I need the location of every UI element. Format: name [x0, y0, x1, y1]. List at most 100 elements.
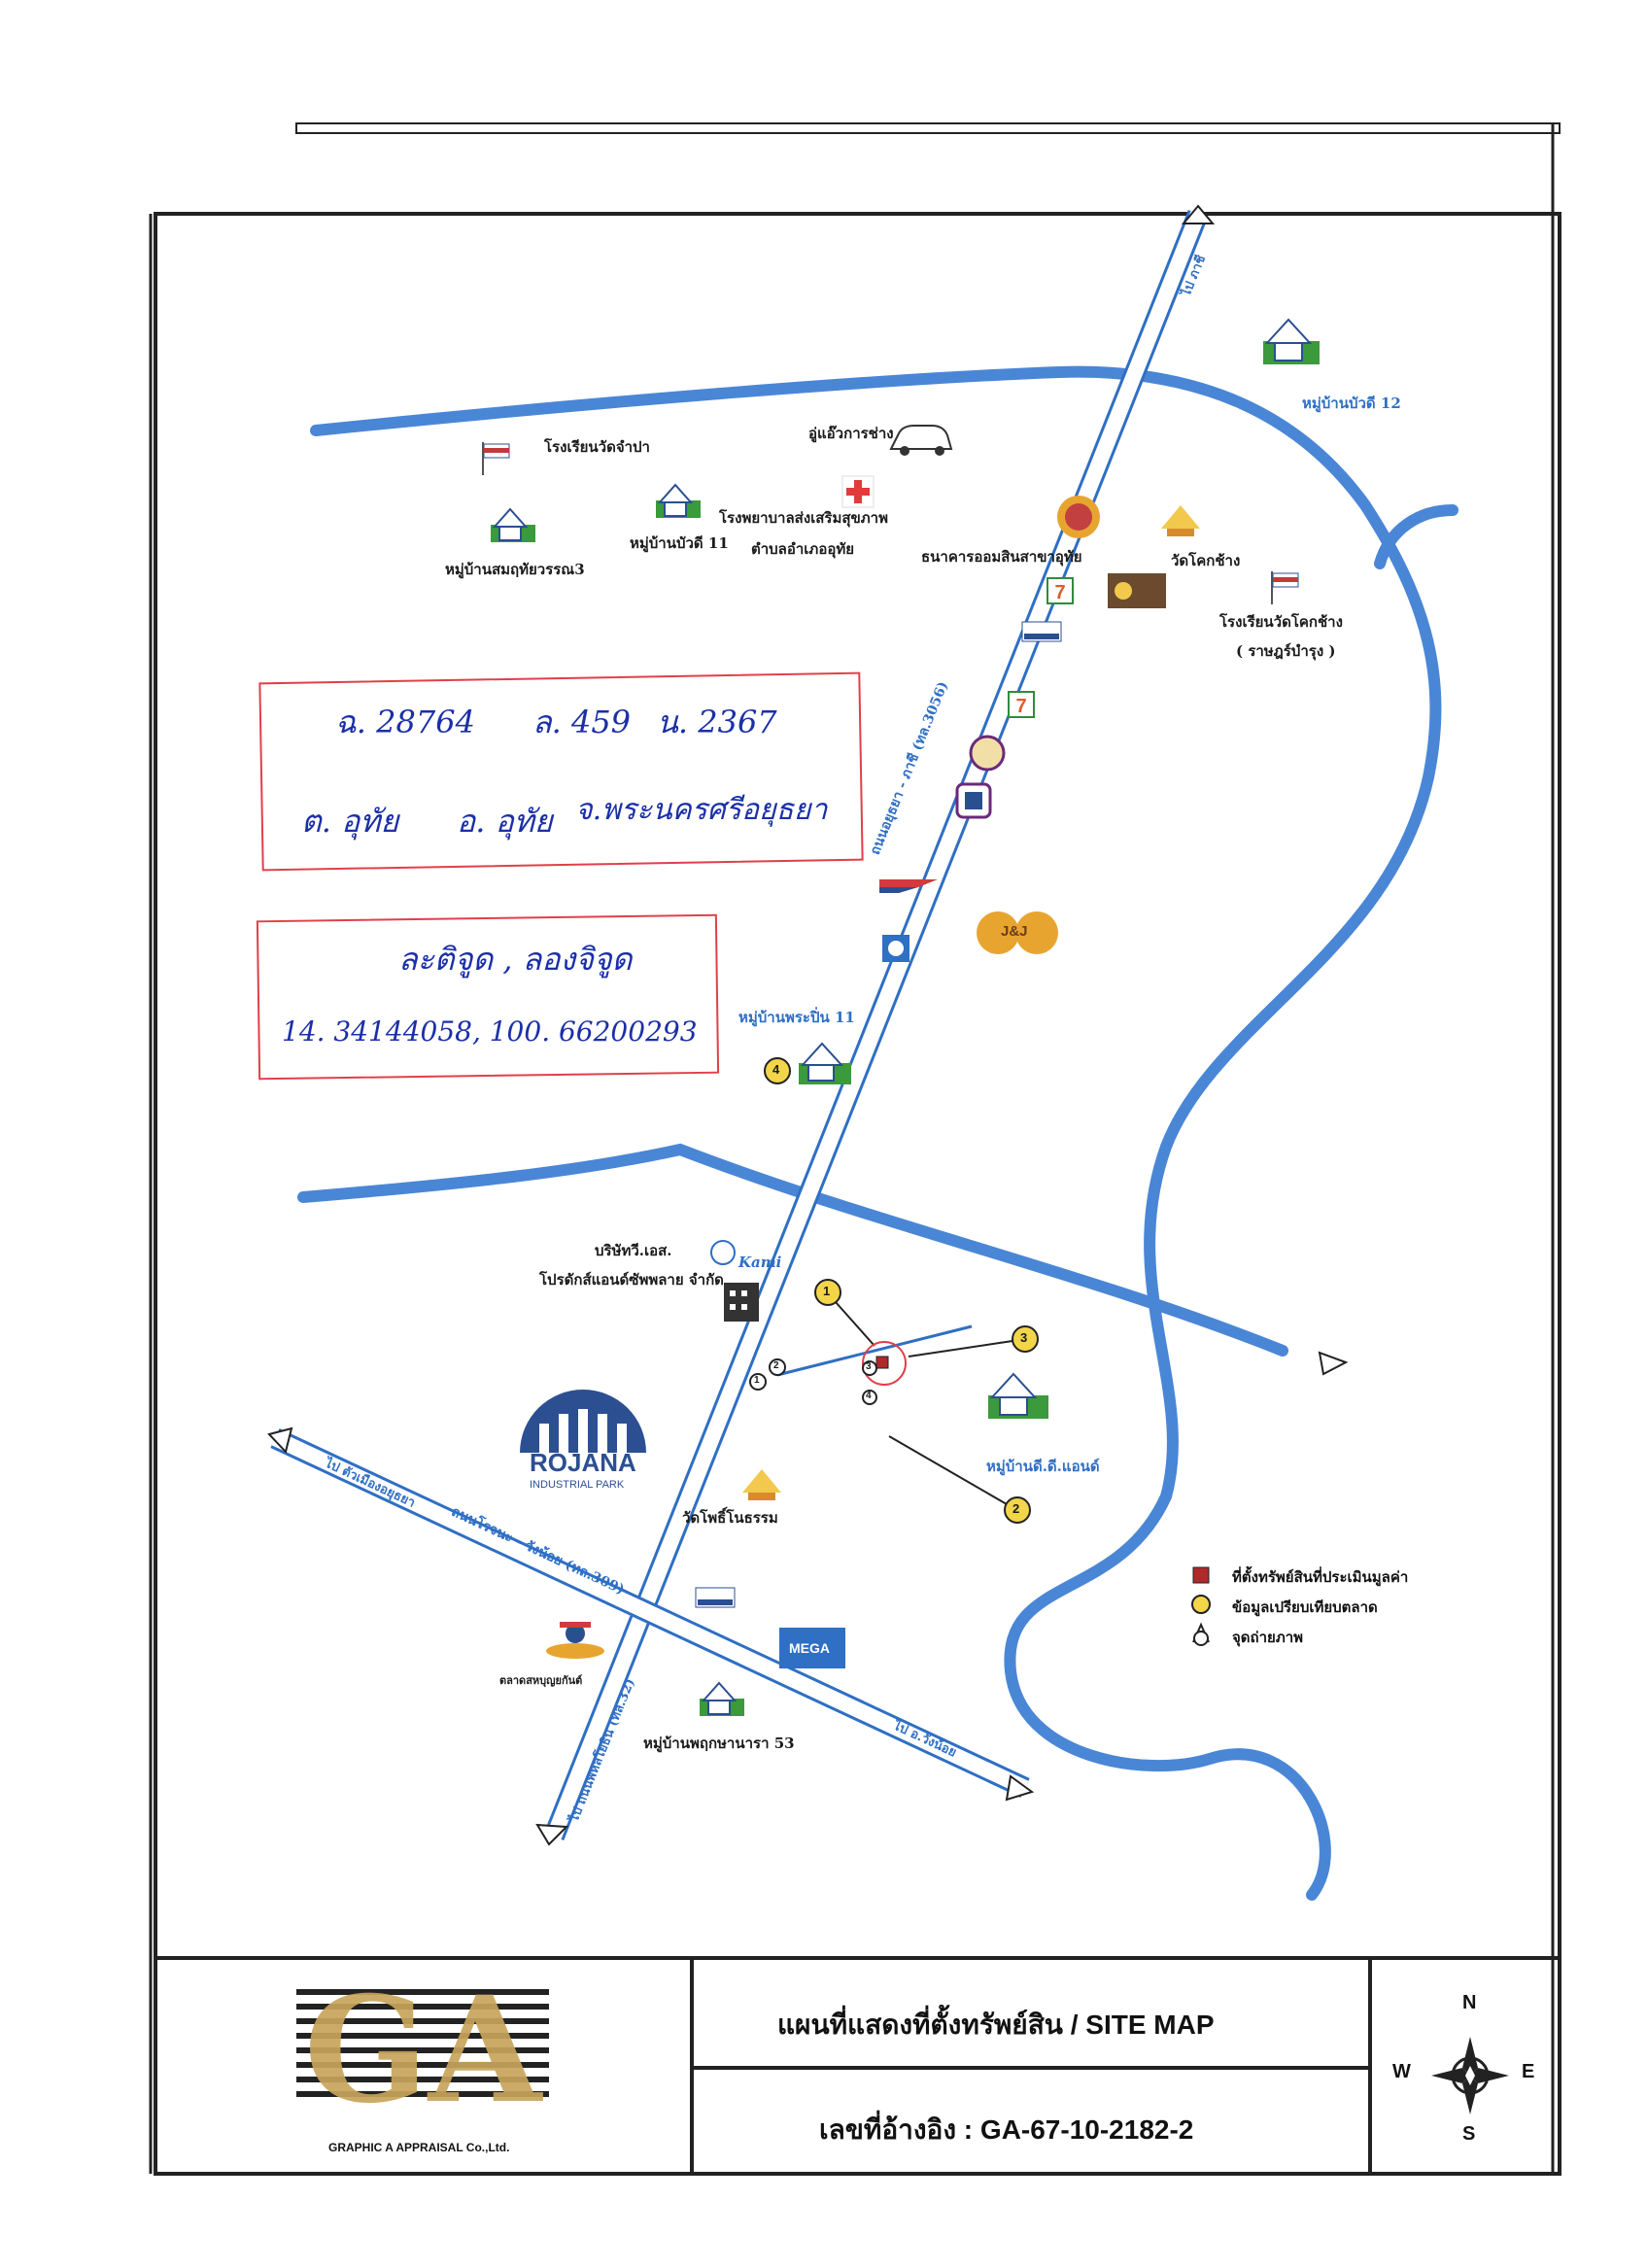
legend-photo-label: จุดถ่ายภาพ [1232, 1629, 1304, 1646]
lotus-store-icon [695, 1587, 736, 1608]
photo-point-3 [862, 1360, 877, 1376]
label-school-khok-chang-sub: ( ราษฎร์บำรุง ) [1236, 642, 1336, 660]
kami-logo-icon [710, 1240, 736, 1265]
road-rojana [270, 1428, 1030, 1798]
river-end-arrow [1318, 1351, 1349, 1376]
ga-logo-icon: GA [296, 1965, 549, 2136]
deed-province: จ.พระนครศรีอยุธยา [575, 793, 828, 827]
label-garage: อู่แอ๊วการช่าง [808, 425, 894, 442]
village-icon-pruksa [700, 1681, 744, 1716]
compass-north: N [1462, 1992, 1477, 2013]
label-village-somjai: หมู่บ้านสมฤทัยวรรณ3 [445, 561, 585, 578]
map-title: แผนที่แสดงที่ตั้งทรัพย์สิน / SITE MAP [777, 2010, 1215, 2040]
river-middle [297, 1143, 1288, 1357]
village-icon-buadee12 [1263, 318, 1320, 364]
legend-photo-icon [1192, 1622, 1210, 1646]
comparable-leader-1 [835, 1301, 875, 1347]
label-village-ddland: หมู่บ้านดี.ดี.แอนด์ [986, 1458, 1100, 1475]
coordinates-value: 14. 34144058, 100. 66200293 [282, 1015, 698, 1048]
legend-comparable-label: ข้อมูลเปรียบเทียบตลาด [1232, 1598, 1378, 1616]
bank-round-icon [969, 735, 1006, 772]
bangchak-station-icon [882, 935, 909, 962]
outer-frame [154, 212, 1561, 2176]
label-wat-khok-chang: วัดโคกช้าง [1171, 552, 1241, 569]
compass-west: W [1392, 2061, 1411, 2082]
deed-subdistrict: ต. อุทัย [301, 803, 399, 840]
factory-building-icon [724, 1283, 759, 1322]
lotus-store-icon [1021, 621, 1062, 642]
photo-point-2 [769, 1358, 786, 1376]
road-end-arrow-left [267, 1426, 293, 1455]
photo-point-2-number: 2 [773, 1360, 779, 1371]
coordinates-title: ละติจูด , ลองจิจูด [398, 941, 633, 978]
compass-south: S [1462, 2123, 1476, 2145]
road-end-arrow-bottom [535, 1823, 569, 1846]
label-mega: MEGA [789, 1640, 830, 1656]
school-flag-icon [1271, 571, 1299, 604]
subject-property-marker [875, 1356, 889, 1369]
road-feeder [776, 1324, 973, 1377]
comparable-leader-3 [908, 1340, 1013, 1357]
label-village-buadee12: หมู่บ้านบัวดี 12 [1302, 395, 1401, 412]
comparable-marker-3 [1012, 1325, 1039, 1353]
svg-text:7: 7 [1054, 582, 1065, 603]
comparable-marker-3-number: 3 [1020, 1330, 1028, 1345]
compass-east: E [1522, 2061, 1535, 2082]
label-hospital: โรงพยาบาลส่งเสริมสุขภาพ [719, 509, 888, 527]
comparable-marker-2-number: 2 [1012, 1501, 1020, 1516]
svg-text:7: 7 [1015, 696, 1026, 717]
label-gsb-bank: ธนาคารออมสินสาขาอุทัย [921, 548, 1082, 566]
road-end-arrow-top [1181, 204, 1216, 224]
village-icon-somjai [491, 507, 535, 542]
legend-comparable-icon [1191, 1595, 1211, 1614]
village-icon-buadee11 [656, 483, 701, 518]
river-north [310, 365, 1442, 1901]
comparable-marker-4 [764, 1057, 791, 1084]
label-wat-pho: วัดโพธิ์โนธรรม [682, 1509, 778, 1527]
seven-eleven-icon: 7 [1008, 691, 1035, 718]
market-icon [546, 1622, 604, 1659]
comparable-leader-2 [888, 1435, 1008, 1505]
label-village-buadee11: หมู่บ้านบัวดี 11 [630, 534, 729, 552]
compass-icon [1431, 2037, 1509, 2114]
comparable-marker-2 [1004, 1496, 1031, 1524]
river-branch [1374, 504, 1458, 569]
label-market: ตลาดสหบุญยกันต์ [499, 1674, 583, 1687]
legend-subject-label: ที่ตั้งทรัพย์สินที่ประเมินมูลค่า [1232, 1568, 1409, 1586]
hospital-cross-icon [841, 475, 875, 508]
photo-point-3-number: 3 [866, 1361, 872, 1372]
inner-frame-top [295, 122, 1561, 134]
label-school-khok-chang: โรงเรียนวัดโคกช้าง [1219, 613, 1343, 631]
label-jj: J&J [1001, 923, 1028, 940]
village-icon-ddland [988, 1372, 1048, 1419]
temple-icon [742, 1469, 781, 1500]
label-village-praping: หมู่บ้านพระปิ่น 11 [738, 1009, 855, 1026]
comparable-marker-1 [814, 1279, 841, 1306]
comparable-marker-1-number: 1 [823, 1284, 831, 1298]
village-icon-praping [799, 1042, 851, 1084]
bank-gsb-icon [1057, 496, 1100, 538]
label-kami: Kami [738, 1254, 782, 1271]
subject-property-ring [862, 1341, 907, 1386]
road-end-arrow-right [1005, 1774, 1035, 1802]
road-main [543, 209, 1209, 1841]
photo-point-4-number: 4 [866, 1391, 872, 1401]
car-icon [889, 425, 953, 456]
krungsri-bank-icon [1108, 573, 1166, 608]
jj-shop-icon [977, 911, 1058, 954]
photo-point-1 [749, 1373, 767, 1391]
ptt-station-icon [879, 879, 938, 893]
photo-point-1-number: 1 [754, 1375, 760, 1386]
school-flag-icon [482, 442, 510, 475]
temple-icon [1161, 505, 1200, 536]
label-company-2: โปรดักส์แอนด์ซัพพลาย จำกัด [539, 1271, 724, 1289]
deed-page: น. 2367 [657, 704, 777, 740]
rojana-name: ROJANA [530, 1448, 636, 1477]
label-village-pruksa: หมู่บ้านพฤกษานารา 53 [643, 1735, 795, 1752]
deed-district: อ. อุทัย [457, 803, 553, 840]
rojana-sub: INDUSTRIAL PARK [530, 1479, 625, 1491]
seven-eleven-icon: 7 [1047, 577, 1074, 604]
legend-subject-icon [1192, 1566, 1210, 1584]
label-school-champa: โรงเรียนวัดจำปา [544, 438, 650, 456]
